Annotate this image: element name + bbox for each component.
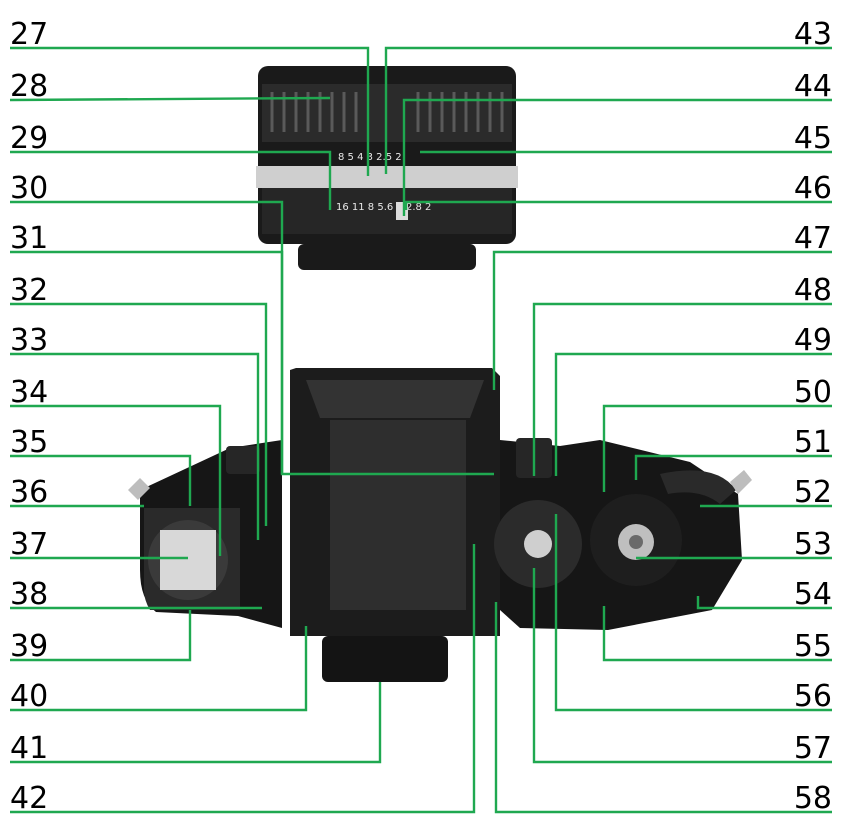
lens-mount-base <box>298 244 476 270</box>
label-54: 54 <box>794 577 832 612</box>
label-37: 37 <box>10 527 48 562</box>
label-33: 33 <box>10 323 48 358</box>
label-30: 30 <box>10 171 48 206</box>
label-48: 48 <box>794 273 832 308</box>
label-49: 49 <box>794 323 832 358</box>
label-47: 47 <box>794 221 832 256</box>
label-35: 35 <box>10 425 48 460</box>
label-57: 57 <box>794 731 832 766</box>
label-45: 45 <box>794 121 832 156</box>
label-58: 58 <box>794 781 832 816</box>
label-27: 27 <box>10 17 48 52</box>
label-32: 32 <box>10 273 48 308</box>
label-31: 31 <box>10 221 48 256</box>
shutter-release-tip <box>629 535 643 549</box>
label-51: 51 <box>794 425 832 460</box>
camera-body-illustration <box>128 368 752 682</box>
label-44: 44 <box>794 69 832 104</box>
mirror-box <box>160 530 216 590</box>
label-42: 42 <box>10 781 48 816</box>
leader-58 <box>496 602 832 812</box>
label-43: 43 <box>794 17 832 52</box>
eyepiece <box>322 636 448 682</box>
leader-41 <box>10 682 380 762</box>
label-53: 53 <box>794 527 832 562</box>
leader-31 <box>10 252 282 474</box>
label-56: 56 <box>794 679 832 714</box>
label-36: 36 <box>10 475 48 510</box>
right-labels: 43 44 45 46 47 48 49 50 51 52 53 54 55 5… <box>794 17 832 816</box>
shutter-speed-dial-center <box>524 530 552 558</box>
label-46: 46 <box>794 171 832 206</box>
lens-distance-scale: 8 5 4 3 2.5 2 <box>338 152 402 163</box>
label-29: 29 <box>10 121 48 156</box>
label-38: 38 <box>10 577 48 612</box>
lens-aperture-scale: 16 11 8 5.6 4 2.8 2 <box>336 202 431 213</box>
prism-textured-panel <box>330 420 466 610</box>
label-40: 40 <box>10 679 48 714</box>
film-rewind-knob <box>226 446 260 474</box>
label-34: 34 <box>10 375 48 410</box>
prism-front-panel <box>306 380 484 418</box>
label-39: 39 <box>10 629 48 664</box>
label-52: 52 <box>794 475 832 510</box>
leader-40 <box>10 626 306 710</box>
left-labels: 27 28 29 30 31 32 33 34 35 36 37 38 39 4… <box>10 17 48 816</box>
label-55: 55 <box>794 629 832 664</box>
leader-47 <box>494 252 832 390</box>
label-41: 41 <box>10 731 48 766</box>
label-50: 50 <box>794 375 832 410</box>
